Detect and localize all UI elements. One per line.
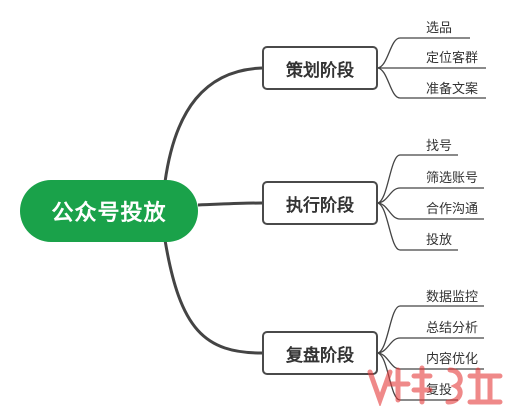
leaf-item: 内容优化: [426, 352, 479, 367]
phase-node-review: 复盘阶段: [262, 331, 378, 375]
leaf-item: 合作沟通: [426, 202, 479, 217]
leaf-item: 筛选账号: [426, 171, 479, 186]
line-root-to-review: [163, 239, 263, 355]
leaf-item: 找号: [426, 139, 453, 154]
leaf-item: 复投: [426, 383, 453, 398]
line-root-to-planning: [163, 66, 263, 183]
watermark-logo: [367, 365, 503, 406]
phase-label: 策划阶段: [286, 60, 354, 81]
leaf-item: 数据监控: [426, 290, 479, 305]
leaf-item: 投放: [426, 233, 453, 248]
leaf-item: 定位客群: [426, 51, 479, 66]
leaf-item: 总结分析: [426, 321, 479, 336]
phase-label: 复盘阶段: [286, 345, 354, 366]
root-to-phase-lines: [163, 66, 263, 355]
line-root-to-execution: [197, 201, 263, 207]
phase-node-planning: 策划阶段: [262, 46, 378, 90]
phase-label: 执行阶段: [286, 195, 354, 216]
root-label: 公众号投放: [51, 201, 167, 226]
leaf-item: 准备文案: [426, 82, 479, 97]
phase-node-execution: 执行阶段: [262, 181, 378, 225]
leaf-item: 选品: [426, 21, 453, 36]
root-node: 公众号投放: [20, 180, 198, 242]
